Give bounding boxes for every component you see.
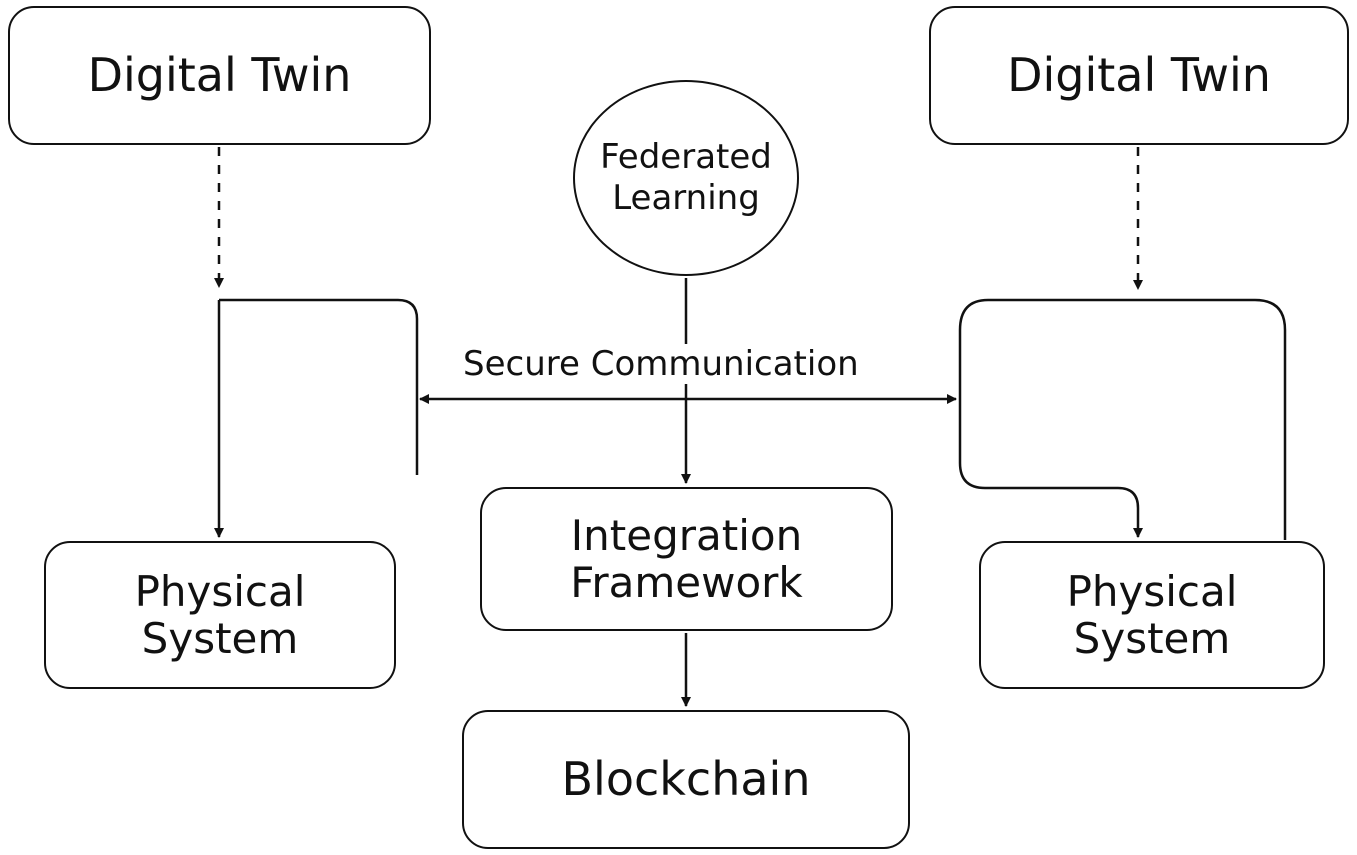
edge-right-loop — [958, 298, 1287, 540]
digital-twin-left-node: Digital Twin — [8, 6, 431, 145]
physical-system-right-label-line1: Physical — [1066, 566, 1238, 616]
integration-framework-label-line2: Framework — [570, 558, 803, 607]
integration-framework-node: Integration Framework — [480, 487, 893, 631]
blockchain-node: Blockchain — [462, 710, 910, 849]
physical-system-left-node: Physical System — [44, 541, 396, 689]
digital-twin-right-label: Digital Twin — [1007, 47, 1271, 102]
secure-communication-label: Secure Communication — [459, 344, 863, 384]
physical-system-right-label-line2: System — [1073, 614, 1231, 663]
digital-twin-right-node: Digital Twin — [929, 6, 1349, 145]
physical-system-left-label-line2: System — [141, 614, 299, 663]
digital-twin-left-label: Digital Twin — [87, 47, 352, 102]
integration-framework-label-line1: Integration — [570, 510, 803, 560]
federated-learning-label-line1: Federated — [600, 137, 772, 178]
federated-learning-node: Federated Learning — [573, 80, 799, 276]
edge-left-bracket — [219, 298, 419, 475]
blockchain-label: Blockchain — [561, 751, 811, 806]
federated-learning-label-line2: Learning — [612, 178, 760, 218]
physical-system-right-node: Physical System — [979, 541, 1325, 689]
physical-system-left-label-line1: Physical — [134, 566, 306, 616]
